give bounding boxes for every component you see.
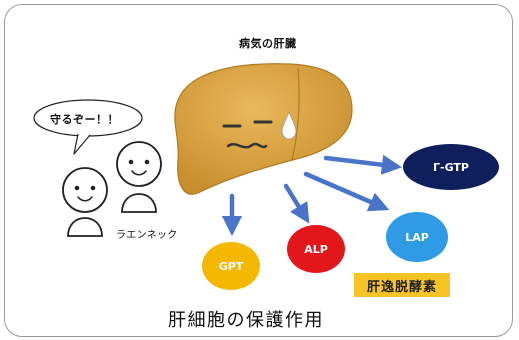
people-caption: ラエンネック: [116, 230, 178, 241]
liver-label: 病気の肝臓: [239, 37, 297, 50]
speech-bubble-text: 守るぞー！！: [50, 113, 119, 126]
arrows: [221, 154, 403, 237]
arrow-to-alp: [283, 183, 310, 224]
enzyme-alp: ALP: [287, 225, 345, 273]
enzyme-gpt: GPT: [202, 242, 260, 290]
enzyme-lap: LAP: [386, 212, 448, 262]
liver-illustration: [174, 63, 353, 195]
enzyme-ggtp: Γ-GTP: [403, 144, 499, 190]
enzyme-group-badge: 肝逸脱酵素: [354, 273, 450, 297]
footer-title: 肝細胞の保護作用: [168, 310, 324, 331]
enzyme-ggtp-label: Γ-GTP: [433, 160, 469, 174]
enzyme-lap-label: LAP: [405, 230, 429, 244]
arrow-to-lap: [303, 171, 390, 212]
enzyme-group-label: 肝逸脱酵素: [366, 279, 437, 295]
speech-bubble: [33, 99, 143, 155]
person-left-icon: [62, 167, 108, 237]
liver-mouth: [226, 142, 268, 149]
enzyme-alp-label: ALP: [304, 242, 328, 256]
person-right-icon: [116, 141, 162, 213]
sweat-drop-icon: [281, 110, 297, 140]
enzyme-gpt-label: GPT: [218, 259, 244, 273]
arrow-to-ggtp: [323, 154, 403, 175]
